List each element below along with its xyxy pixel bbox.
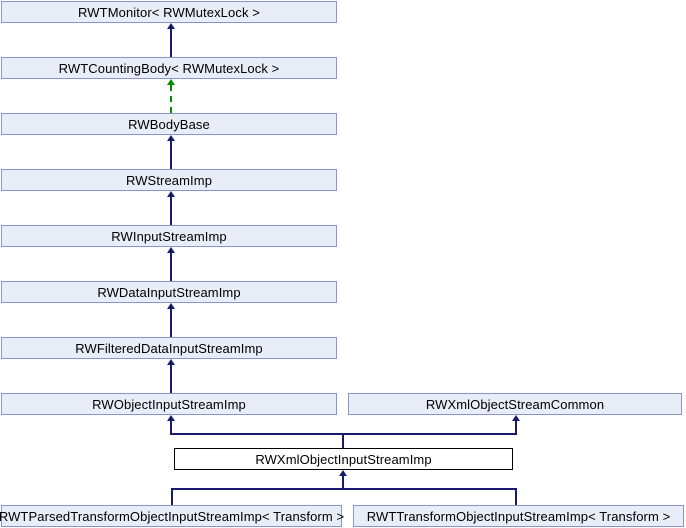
class-node-rwtparsedtransformobjectinputstreamimp[interactable]: RWTParsedTransformObjectInputStreamImp< … bbox=[0, 505, 344, 527]
class-node-rwfiltereddatainputstreamimp[interactable]: RWFilteredDataInputStreamImp bbox=[1, 337, 337, 359]
class-node-rwtcountingbody[interactable]: RWTCountingBody< RWMutexLock > bbox=[1, 57, 337, 79]
arrowhead-up bbox=[167, 359, 175, 365]
edge-line-dashed bbox=[170, 85, 172, 113]
edge-line bbox=[170, 421, 172, 433]
edge-line bbox=[170, 365, 172, 393]
arrowhead-up bbox=[167, 79, 175, 85]
arrowhead-up bbox=[167, 303, 175, 309]
edge-line bbox=[342, 433, 344, 448]
class-node-rwbodybase[interactable]: RWBodyBase bbox=[1, 113, 337, 135]
arrowhead-up bbox=[167, 415, 175, 421]
edge-line bbox=[171, 488, 517, 490]
class-node-rwstreamimp[interactable]: RWStreamImp bbox=[1, 169, 337, 191]
arrowhead-up bbox=[167, 135, 175, 141]
class-node-rwxmlobjectinputstreamimp: RWXmlObjectInputStreamImp bbox=[174, 448, 513, 470]
edge-line bbox=[170, 253, 172, 281]
edge-line bbox=[170, 29, 172, 57]
class-node-rwobjectinputstreamimp[interactable]: RWObjectInputStreamImp bbox=[1, 393, 337, 415]
class-node-rwinputstreamimp[interactable]: RWInputStreamImp bbox=[1, 225, 337, 247]
arrowhead-up bbox=[339, 470, 347, 476]
class-node-rwxmlobjectstreamcommon[interactable]: RWXmlObjectStreamCommon bbox=[348, 393, 682, 415]
class-node-rwtmonitor[interactable]: RWTMonitor< RWMutexLock > bbox=[1, 1, 337, 23]
arrowhead-up bbox=[167, 23, 175, 29]
edge-line bbox=[170, 197, 172, 225]
class-node-rwttransformobjectinputstreamimp[interactable]: RWTTransformObjectInputStreamImp< Transf… bbox=[353, 505, 684, 527]
class-node-rwdatainputstreamimp[interactable]: RWDataInputStreamImp bbox=[1, 281, 337, 303]
arrowhead-up bbox=[512, 415, 520, 421]
edge-line bbox=[515, 488, 517, 505]
edge-line bbox=[515, 421, 517, 433]
arrowhead-up bbox=[167, 247, 175, 253]
edge-line bbox=[342, 476, 344, 488]
edge-line bbox=[170, 141, 172, 169]
edge-line bbox=[170, 309, 172, 337]
edge-line bbox=[171, 488, 173, 505]
arrowhead-up bbox=[167, 191, 175, 197]
